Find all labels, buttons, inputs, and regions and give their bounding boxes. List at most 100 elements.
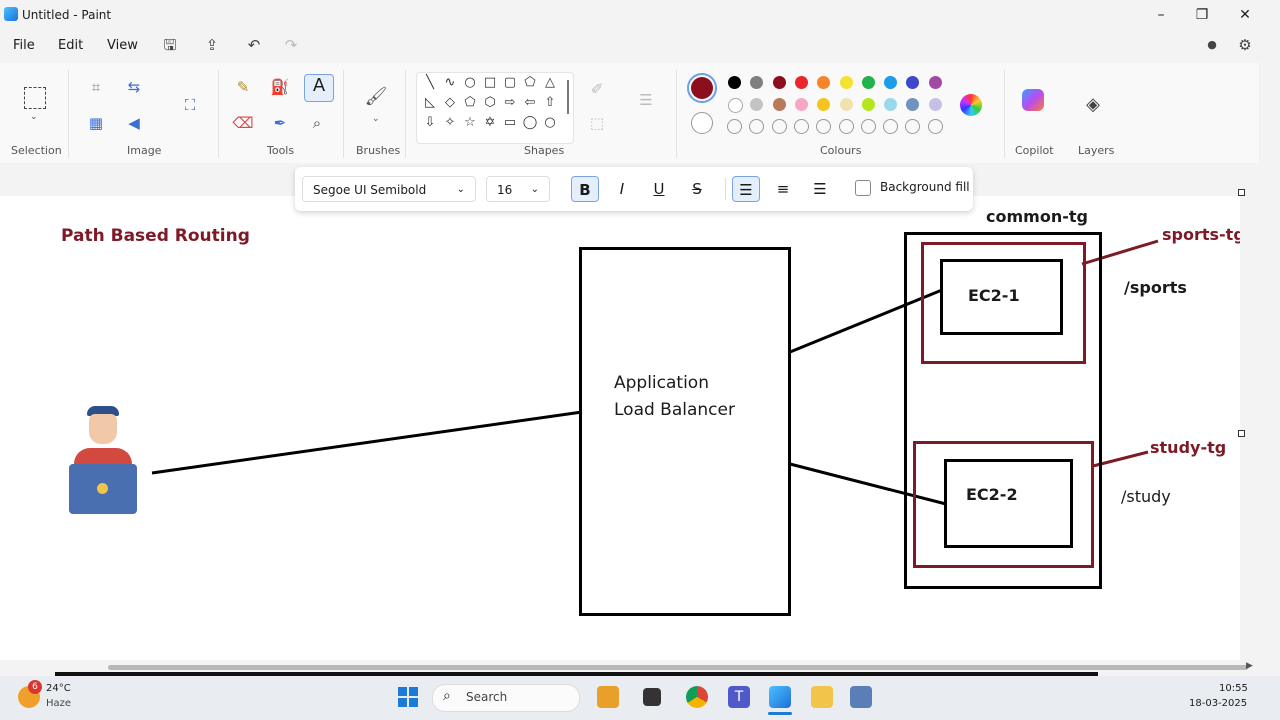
background-fill-checkbox[interactable] xyxy=(855,180,871,196)
four-point-star-shape-icon[interactable]: ✧ xyxy=(444,115,456,130)
left-arrow-shape-icon[interactable]: ⇦ xyxy=(524,95,536,110)
custom-colour-slot[interactable] xyxy=(883,119,899,134)
image-generate-icon[interactable]: ⛶ xyxy=(184,96,196,114)
bold-button[interactable]: B xyxy=(571,176,599,202)
shapes-scroll-indicator[interactable] xyxy=(567,80,569,114)
colour-swatch[interactable] xyxy=(928,76,942,89)
colour-swatch[interactable] xyxy=(794,98,808,111)
menu-file[interactable]: File xyxy=(13,38,35,53)
save-icon[interactable]: 🖫 xyxy=(163,36,177,54)
right-arrow-shape-icon[interactable]: ⇨ xyxy=(504,95,516,110)
colour-swatch[interactable] xyxy=(906,98,920,111)
custom-colour-slot[interactable] xyxy=(927,119,943,134)
magnifier-icon[interactable]: ⌕ xyxy=(312,114,322,132)
colour-swatch[interactable] xyxy=(839,98,853,111)
layers-icon[interactable]: ◈ xyxy=(1086,94,1100,115)
custom-colour-slot[interactable] xyxy=(749,119,765,134)
copilot-icon[interactable] xyxy=(1022,89,1044,111)
menu-edit[interactable]: Edit xyxy=(58,38,84,53)
custom-colour-slot[interactable] xyxy=(771,119,787,134)
rectangle-shape-icon[interactable]: □ xyxy=(483,75,497,90)
text-tool-icon[interactable]: A xyxy=(304,74,334,102)
chevron-down-icon[interactable]: ⌄ xyxy=(30,112,38,122)
redo-icon[interactable]: ↷ xyxy=(284,36,298,54)
colour-swatch[interactable] xyxy=(750,98,764,111)
edit-colours-icon[interactable] xyxy=(960,94,982,116)
maximize-button[interactable]: ❐ xyxy=(1195,7,1209,23)
colour-swatch[interactable] xyxy=(772,76,786,89)
pencil-icon[interactable]: ✎ xyxy=(236,78,250,96)
five-point-star-shape-icon[interactable]: ☆ xyxy=(464,115,476,130)
underline-button[interactable]: U xyxy=(653,180,665,198)
taskbar-search[interactable]: ⌕ Search xyxy=(432,684,580,712)
colour-swatch[interactable] xyxy=(728,98,743,113)
custom-colour-slot[interactable] xyxy=(793,119,809,134)
app-window-icon[interactable] xyxy=(643,688,661,706)
paint-taskbar-icon[interactable] xyxy=(769,686,791,708)
pentagon-shape-icon[interactable]: ⬠ xyxy=(464,95,476,110)
settings-gear-icon[interactable]: ⚙ xyxy=(1238,36,1252,54)
font-family-select[interactable]: Segoe UI Semibold ⌄ xyxy=(302,176,476,202)
custom-colour-slot[interactable] xyxy=(860,119,876,134)
colour1-selector[interactable] xyxy=(687,73,717,103)
colour-swatch[interactable] xyxy=(794,76,808,89)
colour-swatch[interactable] xyxy=(772,98,786,111)
color-picker-icon[interactable]: ✒ xyxy=(273,114,287,132)
colour-swatch[interactable] xyxy=(884,98,898,111)
callout-oval-shape-icon[interactable]: ◯ xyxy=(522,115,538,130)
colour-swatch[interactable] xyxy=(861,76,875,89)
colour-swatch[interactable] xyxy=(817,98,831,111)
scroll-right-arrow-icon[interactable]: ▶ xyxy=(1246,661,1253,671)
selection-rect-icon[interactable] xyxy=(24,87,46,109)
fill-bucket-icon[interactable]: ⛽ xyxy=(270,78,290,96)
flip-icon[interactable]: ◀ xyxy=(128,114,140,132)
menu-view[interactable]: View xyxy=(107,38,138,53)
windows-start-icon[interactable] xyxy=(398,687,418,707)
chrome-icon[interactable] xyxy=(686,686,708,708)
diamond-shape-icon[interactable]: ◇ xyxy=(445,95,455,110)
file-explorer-briefcase-icon[interactable] xyxy=(597,686,619,708)
colour2-selector[interactable] xyxy=(691,112,713,134)
down-arrow-shape-icon[interactable]: ⇩ xyxy=(424,115,436,130)
colour-swatch[interactable] xyxy=(884,76,898,89)
align-left-button[interactable]: ☰ xyxy=(732,176,760,202)
colour-swatch[interactable] xyxy=(817,76,831,89)
colour-swatch[interactable] xyxy=(839,76,853,89)
shape-size-icon[interactable]: ☰ xyxy=(639,91,653,109)
fill-icon[interactable]: ⬚ xyxy=(589,114,605,132)
teams-icon[interactable]: T xyxy=(728,686,750,708)
triangle-shape-icon[interactable]: △ xyxy=(545,75,555,90)
right-triangle-shape-icon[interactable]: ◺ xyxy=(425,95,435,110)
custom-colour-slot[interactable] xyxy=(727,119,742,134)
align-center-button[interactable]: ≡ xyxy=(776,180,790,198)
line-shape-icon[interactable]: ╲ xyxy=(426,75,434,90)
network-tool-icon[interactable] xyxy=(850,686,872,708)
close-button[interactable]: ✕ xyxy=(1239,7,1251,23)
colour-swatch[interactable] xyxy=(928,98,942,111)
canvas-resize-handle[interactable] xyxy=(1238,430,1245,437)
chevron-down-icon[interactable]: ⌄ xyxy=(372,114,380,124)
polygon-shape-icon[interactable]: ⬠ xyxy=(524,75,536,90)
font-size-select[interactable]: 16 ⌄ xyxy=(486,176,550,202)
drawing-canvas[interactable]: Path Based Routing Application Load Bala… xyxy=(0,196,1240,660)
six-point-star-shape-icon[interactable]: ✡ xyxy=(484,115,496,130)
colour-swatch[interactable] xyxy=(750,76,764,89)
rounded-rect-shape-icon[interactable]: ▢ xyxy=(503,75,517,90)
custom-colour-slot[interactable] xyxy=(838,119,854,134)
custom-colour-slot[interactable] xyxy=(816,119,832,134)
undo-icon[interactable]: ↶ xyxy=(247,36,261,54)
canvas-resize-handle[interactable] xyxy=(1238,189,1245,196)
folder-icon[interactable] xyxy=(811,686,833,708)
callout-cloud-shape-icon[interactable]: ○ xyxy=(544,115,556,130)
strikethrough-button[interactable]: S xyxy=(692,180,702,198)
colour-swatch[interactable] xyxy=(861,98,875,111)
oval-shape-icon[interactable]: ○ xyxy=(464,75,476,90)
curve-shape-icon[interactable]: ∿ xyxy=(444,75,456,90)
eraser-icon[interactable]: ⌫ xyxy=(232,114,254,132)
minimize-button[interactable]: – xyxy=(1157,7,1165,23)
up-arrow-shape-icon[interactable]: ⇧ xyxy=(544,95,556,110)
horizontal-scrollbar[interactable] xyxy=(108,665,1248,670)
outline-icon[interactable]: ✐ xyxy=(590,80,604,98)
colour-swatch[interactable] xyxy=(906,76,920,89)
resize-icon[interactable]: ⇆ xyxy=(127,78,141,96)
